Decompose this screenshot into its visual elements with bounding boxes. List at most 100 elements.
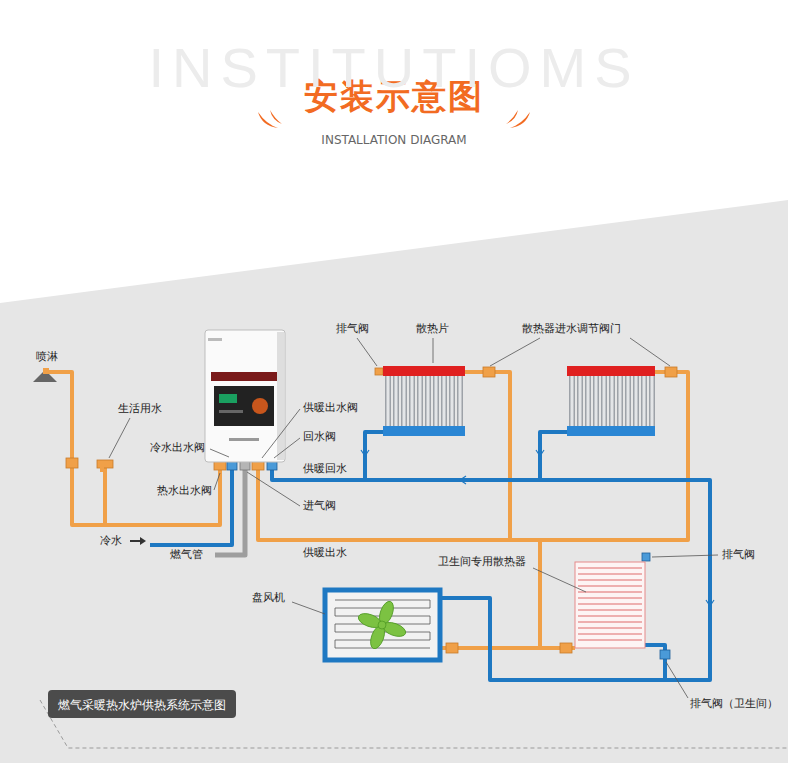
hot-pipe-part xyxy=(45,372,220,525)
part-label: 排气阀 xyxy=(336,322,369,335)
towel-radiator-part-part xyxy=(578,597,642,598)
leader-line-part xyxy=(262,409,300,458)
hot-pipe-part xyxy=(465,372,510,540)
boiler-part xyxy=(277,332,284,460)
gas-pipe xyxy=(215,462,245,555)
valve-part xyxy=(446,643,458,653)
background xyxy=(0,200,788,763)
return-pipe-part xyxy=(540,432,567,480)
part-label: 卫生间专用散热器 xyxy=(438,555,526,568)
part-label: 散热片 xyxy=(416,322,449,335)
leader-line-part xyxy=(652,555,718,557)
part-label: 排气阀（卫生间） xyxy=(690,697,778,710)
part-label: 盘风机 xyxy=(252,591,285,604)
return-pipe-part xyxy=(272,462,710,680)
title-leaf-part xyxy=(258,112,278,128)
part-label: 热水出水阀 xyxy=(157,484,212,497)
boiler-part xyxy=(208,338,222,341)
boiler-part xyxy=(252,398,268,414)
towel-radiator-part-part xyxy=(578,627,642,628)
cold-arrow-part xyxy=(140,537,146,545)
radiator-part xyxy=(383,426,465,436)
valve-part xyxy=(66,458,78,468)
valve-part xyxy=(375,368,383,375)
towel-radiator-part-part xyxy=(578,585,642,586)
leader-line-part xyxy=(357,338,377,366)
towel-radiator-part-part xyxy=(578,621,642,622)
caption-band: 燃气采暖热水炉供热系统示意图 xyxy=(48,690,236,718)
fan-coil-part-part xyxy=(378,621,386,629)
tap xyxy=(97,460,113,472)
radiator-part xyxy=(567,366,655,376)
radiator-part xyxy=(383,376,465,426)
cold-arrow xyxy=(130,537,146,545)
flow-arrow-part xyxy=(361,450,369,456)
leader-line-part xyxy=(292,602,325,614)
tap-part xyxy=(100,466,104,472)
part-label: 燃气管 xyxy=(170,548,203,561)
part-label: 生活用水 xyxy=(118,402,162,415)
return-pipe xyxy=(150,432,710,680)
hot-pipe-part xyxy=(440,646,575,650)
fan-coil-part xyxy=(325,590,440,660)
towel-radiator xyxy=(575,562,645,648)
leader-line-part xyxy=(214,473,220,490)
part-label: 喷淋 xyxy=(36,350,58,363)
blue-valve xyxy=(227,460,670,659)
radiator-part xyxy=(567,376,655,426)
part-label: 供暖出水 xyxy=(303,546,347,559)
watermark: INSTITUTIOMS xyxy=(148,34,639,101)
part-label: 进气阀 xyxy=(303,499,336,512)
leader-line-part xyxy=(533,568,586,592)
leader-line-part xyxy=(109,418,130,458)
part-label: 回水阀 xyxy=(303,430,336,443)
towel-radiator-part-part xyxy=(578,579,642,580)
flow-arrow-part xyxy=(460,476,466,484)
radiator xyxy=(383,366,655,436)
part-label: 冷水出水阀 xyxy=(150,441,205,454)
part-label: 供暖出水阀 xyxy=(303,401,358,414)
leader-line-part xyxy=(630,338,670,366)
title-leaf-part xyxy=(270,110,282,124)
leader-line-part xyxy=(274,438,300,458)
blue-valve-part xyxy=(642,553,650,561)
shower-head-part xyxy=(43,368,49,374)
towel-radiator-part-part xyxy=(578,591,642,592)
valve-part xyxy=(560,643,572,653)
hot-pipe-part xyxy=(538,540,542,648)
fan-coil xyxy=(325,590,440,660)
hot-pipe-part xyxy=(103,468,107,525)
background-part xyxy=(0,200,788,763)
part-label: 供暖回水 xyxy=(303,462,347,475)
return-pipe-part xyxy=(365,432,383,480)
title-leaf-part xyxy=(510,112,530,128)
boiler-part xyxy=(219,410,243,413)
boiler xyxy=(205,330,285,462)
flow-arrow xyxy=(361,450,714,606)
boiler-part xyxy=(214,386,274,426)
leader-line-part xyxy=(247,472,300,506)
towel-radiator-part xyxy=(578,568,642,640)
boiler-part xyxy=(211,372,277,381)
fan-coil-part xyxy=(356,599,407,650)
towel-radiator-part-part xyxy=(578,567,642,568)
tap-part xyxy=(97,460,113,468)
towel-radiator-part-part xyxy=(578,603,642,604)
flow-arrow-part xyxy=(706,600,714,606)
blue-valve-part xyxy=(660,650,670,659)
return-pipe-part xyxy=(150,462,232,545)
boiler-part xyxy=(229,438,259,441)
boiler-part xyxy=(219,394,237,403)
leader-line-part xyxy=(666,662,688,698)
towel-radiator-part-part xyxy=(578,609,642,610)
boiler-part xyxy=(205,330,285,462)
subtitle: INSTALLATION DIAGRAM xyxy=(321,133,466,147)
towel-radiator-part-part xyxy=(578,639,642,640)
caption: 燃气采暖热水炉供热系统示意图 xyxy=(58,698,226,712)
towel-radiator-part-part xyxy=(578,573,642,574)
valve-part xyxy=(483,367,495,377)
towel-radiator-part-part xyxy=(578,633,642,634)
leader-line-part xyxy=(210,449,229,457)
cold-arrow-part xyxy=(130,540,140,542)
